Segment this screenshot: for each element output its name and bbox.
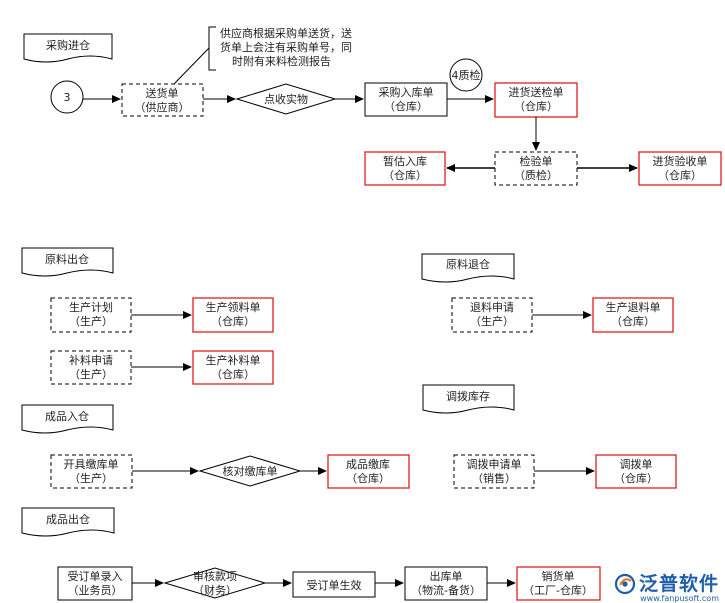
svg-text:（物流-备货）: （物流-备货） xyxy=(411,583,481,597)
node-issue: 生产领料单 （仓库） xyxy=(192,297,274,333)
svg-text:开具缴库单: 开具缴库单 xyxy=(64,457,119,471)
node-outbound: 出库单 （物流-备货） xyxy=(404,566,488,601)
svg-text:进货送检单: 进货送检单 xyxy=(509,85,564,99)
svg-text:调拨库存: 调拨库存 xyxy=(446,389,490,403)
svg-text:成品入仓: 成品入仓 xyxy=(45,409,89,423)
svg-text:（仓库）: （仓库） xyxy=(614,471,658,485)
svg-text:生产退料单: 生产退料单 xyxy=(606,300,661,314)
svg-text:补料申请: 补料申请 xyxy=(69,353,113,367)
svg-text:送货单: 送货单 xyxy=(146,86,179,100)
svg-text:（生产）: （生产） xyxy=(69,314,113,328)
svg-text:采购入库单: 采购入库单 xyxy=(379,85,434,99)
svg-text:受订单录入: 受订单录入 xyxy=(68,570,123,583)
node-inspect-send: 进货送检单 （仓库） xyxy=(494,82,578,118)
node-supp-issue: 生产补料单 （仓库） xyxy=(192,350,274,385)
svg-text:（仓库）: （仓库） xyxy=(658,168,702,182)
node-return: 生产退料单 （仓库） xyxy=(592,297,674,333)
node-verify-in: 核对缴库单 xyxy=(198,455,302,487)
section-material-return: 原料退仓 xyxy=(421,253,515,283)
logo-url: www.fanpusoft.com xyxy=(640,594,719,603)
svg-text:生产补料单: 生产补料单 xyxy=(206,353,261,367)
node-order-ok: 受订单生效 xyxy=(292,571,376,598)
node-transfer: 调拨单 （仓库） xyxy=(595,454,677,489)
svg-text:受订单生效: 受订单生效 xyxy=(307,578,362,592)
svg-text:进货验收单: 进货验收单 xyxy=(653,154,708,168)
section-material-out: 原料出仓 xyxy=(21,247,114,277)
svg-text:调拨申请单: 调拨申请单 xyxy=(467,457,522,471)
svg-text:生产计划: 生产计划 xyxy=(69,300,113,314)
svg-text:（生产）: （生产） xyxy=(470,314,514,328)
node-order-entry: 受订单录入 （业务员） xyxy=(57,566,133,601)
svg-text:4质检: 4质检 xyxy=(452,68,481,82)
svg-text:审核款项: 审核款项 xyxy=(193,569,237,583)
svg-text:生产领料单: 生产领料单 xyxy=(206,300,261,314)
svg-text:采购进仓: 采购进仓 xyxy=(46,38,90,52)
section-purchase-in: 采购进仓 xyxy=(23,33,113,63)
svg-text:（仓库）: （仓库） xyxy=(611,314,655,328)
logo-name: 泛普软件 xyxy=(638,573,719,595)
svg-text:（仓库）: （仓库） xyxy=(211,367,255,381)
section-product-out: 成品出仓 xyxy=(21,507,115,537)
node-ret-req: 退料申请 （生产） xyxy=(451,297,533,333)
connector-3: 3 xyxy=(50,80,84,114)
supplier-note: 供应商根据采购单送货，送 货单上会注有采购单号，同 时附有来料检测报告 xyxy=(173,26,352,85)
svg-text:（财务）: （财务） xyxy=(193,583,237,597)
svg-text:供应商根据采购单送货，送: 供应商根据采购单送货，送 xyxy=(220,26,352,40)
svg-text:出库单: 出库单 xyxy=(430,569,463,583)
brand-logo: 泛普软件 www.fanpusoft.com xyxy=(614,573,719,603)
node-sales: 销货单 （工厂-仓库） xyxy=(516,566,601,601)
svg-text:退料申请: 退料申请 xyxy=(470,300,514,314)
svg-text:时附有来料检测报告: 时附有来料检测报告 xyxy=(232,54,331,68)
svg-text:货单上会注有采购单号，同: 货单上会注有采购单号，同 xyxy=(220,40,352,54)
svg-text:3: 3 xyxy=(64,91,71,104)
node-check-goods: 点收实物 xyxy=(235,83,337,115)
svg-text:（供应商）: （供应商） xyxy=(135,100,190,114)
svg-text:（销售）: （销售） xyxy=(472,471,516,485)
svg-text:原料退仓: 原料退仓 xyxy=(446,257,490,271)
svg-text:（生产）: （生产） xyxy=(69,471,113,485)
node-supp-req: 补料申请 （生产） xyxy=(50,350,132,385)
node-prod-in: 成品缴库 （仓库） xyxy=(327,454,410,489)
svg-text:（业务员）: （业务员） xyxy=(68,584,123,597)
svg-text:销货单: 销货单 xyxy=(542,569,575,583)
node-accept: 进货验收单 （仓库） xyxy=(638,151,722,186)
svg-text:（仓库）: （仓库） xyxy=(346,471,390,485)
svg-text:成品缴库: 成品缴库 xyxy=(346,457,390,471)
svg-text:原料出仓: 原料出仓 xyxy=(45,252,89,266)
node-purchase-receipt: 采购入库单 （仓库） xyxy=(364,82,448,117)
svg-text:（仓库）: （仓库） xyxy=(514,99,558,113)
svg-text:（仓库）: （仓库） xyxy=(384,99,428,113)
node-plan: 生产计划 （生产） xyxy=(50,297,132,333)
svg-text:成品出仓: 成品出仓 xyxy=(46,512,90,526)
section-product-in: 成品入仓 xyxy=(21,404,114,434)
svg-text:点收实物: 点收实物 xyxy=(264,92,308,106)
logo-mark-icon xyxy=(614,573,636,595)
node-delivery: 送货单 （供应商） xyxy=(121,83,204,117)
svg-text:（仓库）: （仓库） xyxy=(383,168,427,182)
svg-text:调拨单: 调拨单 xyxy=(620,457,653,471)
svg-text:检验单: 检验单 xyxy=(520,154,553,168)
svg-text:暂估入库: 暂估入库 xyxy=(383,155,427,168)
node-transfer-req: 调拨申请单 （销售） xyxy=(453,454,535,489)
svg-text:（工厂-仓库）: （工厂-仓库） xyxy=(523,583,593,597)
svg-text:核对缴库单: 核对缴库单 xyxy=(223,464,278,478)
arrows-row1 xyxy=(83,95,638,172)
node-temp-receipt: 暂估入库 （仓库） xyxy=(364,151,446,186)
svg-text:（生产）: （生产） xyxy=(69,367,113,381)
svg-text:（质检）: （质检） xyxy=(514,168,558,182)
svg-text:（仓库）: （仓库） xyxy=(211,314,255,328)
section-transfer: 调拨库存 xyxy=(422,384,515,414)
node-audit: 审核款项 （财务） xyxy=(163,567,267,599)
connector-4-qc: 4质检 xyxy=(449,58,483,92)
node-inspection: 检验单 （质检） xyxy=(494,151,578,186)
node-wip-in: 开具缴库单 （生产） xyxy=(50,454,133,489)
